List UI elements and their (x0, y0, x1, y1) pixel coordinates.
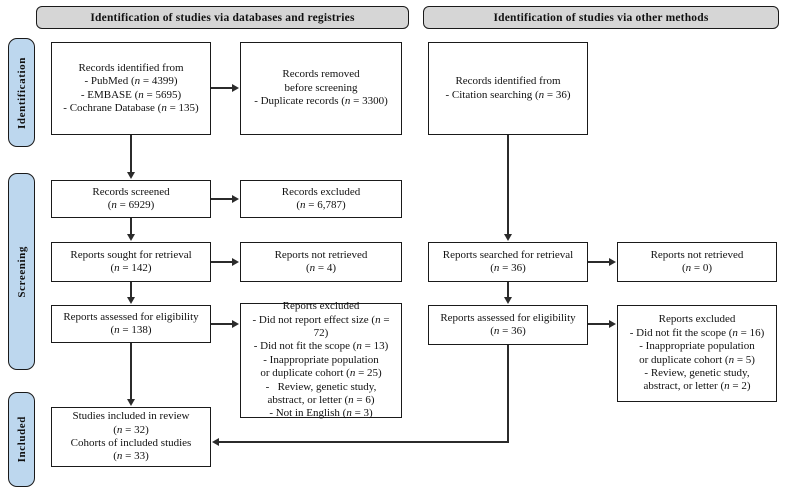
box-text-line: (n = 33) (113, 450, 149, 463)
box-records-screened: Records screened(n = 6929) (51, 180, 211, 218)
box-text-line: - Inappropriate population (263, 353, 379, 366)
box-reports-sought-for-retrieval: Reports sought for retrieval(n = 142) (51, 242, 211, 282)
box-text-line: Cohorts of included studies (70, 437, 192, 449)
box-text-line: (n = 36) (490, 262, 526, 274)
arrow-right-assessed-other-to-excluded-other (588, 320, 616, 328)
box-text-line: - EMBASE (n = 5695) (80, 88, 182, 101)
box-text-line: Reports not retrieved (650, 248, 744, 261)
header-databases-registries: Identification of studies via databases … (36, 6, 409, 29)
box-text-line: Reports excluded (282, 300, 360, 313)
box-text-line: before screening (284, 81, 358, 94)
box-text-line: - Duplicate records (n = 3300) (254, 95, 388, 108)
box-text-line: Records removed (282, 68, 360, 81)
box-text-line: (n = 6,787) (296, 199, 346, 211)
arrow-down-assessed-to-included (127, 343, 135, 406)
box-text-line: - Review, genetic study, (644, 366, 750, 379)
arrow-down-identified-to-screened (127, 135, 135, 179)
box-text-line: (n = 0) (681, 262, 713, 274)
box-records-identified-databases: Records identified from- PubMed (n = 439… (51, 42, 211, 135)
box-text-line: Records excluded (281, 185, 361, 198)
stage-label-identification-text: Identification (15, 56, 28, 129)
box-studies-included-in-review: Studies included in review(n = 32)Cohort… (51, 407, 211, 467)
header-other-methods: Identification of studies via other meth… (423, 6, 779, 29)
box-text-line: - Cochrane Database (n = 135) (63, 101, 199, 114)
box-reports-not-retrieved-databases: Reports not retrieved(n = 4) (240, 242, 402, 282)
box-reports-assessed-other: Reports assessed for eligibility(n = 36) (428, 305, 588, 345)
box-reports-excluded-databases: Reports excluded- Did not report effect … (240, 300, 402, 420)
arrow-right-searched-to-not-retrieved-other (588, 258, 616, 266)
box-text-line: - Did not fit the scope (n = 13) (253, 340, 389, 353)
box-reports-excluded-other: Reports excluded- Did not fit the scope … (617, 305, 777, 402)
box-text-line: (n = 6929) (107, 199, 155, 211)
arrow-right-sought-to-not-retrieved (211, 258, 239, 266)
box-records-excluded: Records excluded(n = 6,787) (240, 180, 402, 218)
arrow-right-screened-to-excluded (211, 195, 239, 203)
box-text-line: Studies included in review (72, 410, 190, 423)
box-text-line: Reports sought for retrieval (70, 248, 192, 261)
box-text-line: abstract, or letter (n = 6) (267, 394, 375, 407)
box-text-line: Reports assessed for eligibility (440, 311, 576, 324)
arrow-down-searched-to-assessed-other (504, 282, 512, 304)
arrow-elbow-vertical-other-to-included (507, 345, 509, 443)
box-text-line: (n = 32) (113, 423, 149, 436)
stage-label-screening: Screening (8, 173, 35, 370)
box-text-line: (n = 4) (305, 262, 337, 274)
box-text-line: Records identified from (78, 61, 184, 74)
arrow-down-screened-to-sought (127, 218, 135, 241)
box-reports-not-retrieved-other: Reports not retrieved(n = 0) (617, 242, 777, 282)
box-text-line: Records screened (92, 185, 170, 198)
box-text-line: - Review, genetic study, (265, 380, 377, 393)
box-text-line: - Citation searching (n = 36) (445, 88, 571, 101)
stage-label-screening-text: Screening (15, 245, 28, 298)
box-text-line: - Did not fit the scope (n = 16) (629, 326, 765, 339)
box-text-line: - Not in English (n = 3) (269, 407, 373, 420)
box-text-line: Reports assessed for eligibility (63, 310, 199, 323)
box-text-line: Reports not retrieved (274, 248, 368, 261)
box-text-line: - Inappropriate population (639, 340, 755, 353)
box-text-line: abstract, or letter (n = 2) (643, 380, 751, 393)
box-records-identified-other-methods: Records identified from- Citation search… (428, 42, 588, 135)
arrow-elbow-horizontal-other-to-included (212, 438, 509, 446)
box-text-line: (n = 142) (110, 262, 152, 274)
box-text-line: Records identified from (455, 75, 561, 88)
stage-label-included-text: Included (15, 416, 28, 463)
box-text-line: - Did not report effect size (n = 72) (252, 313, 393, 339)
box-text-line: or duplicate cohort (n = 5) (639, 353, 755, 366)
arrow-down-citation-to-searched (504, 135, 512, 241)
box-text-line: Reports searched for retrieval (442, 248, 574, 261)
box-text-line: (n = 138) (110, 324, 152, 336)
stage-label-included: Included (8, 392, 35, 487)
stage-label-identification: Identification (8, 38, 35, 147)
box-text-line: (n = 36) (490, 325, 526, 337)
box-text-line: or duplicate cohort (n = 25) (260, 367, 382, 380)
box-text-line: Reports excluded (658, 313, 736, 326)
arrow-down-sought-to-assessed (127, 282, 135, 304)
arrow-right-assessed-to-excluded (211, 320, 239, 328)
box-reports-searched-for-retrieval: Reports searched for retrieval(n = 36) (428, 242, 588, 282)
box-text-line: - PubMed (n = 4399) (84, 75, 178, 88)
box-reports-assessed-databases: Reports assessed for eligibility(n = 138… (51, 305, 211, 343)
arrow-right-identified-to-removed (211, 84, 239, 92)
